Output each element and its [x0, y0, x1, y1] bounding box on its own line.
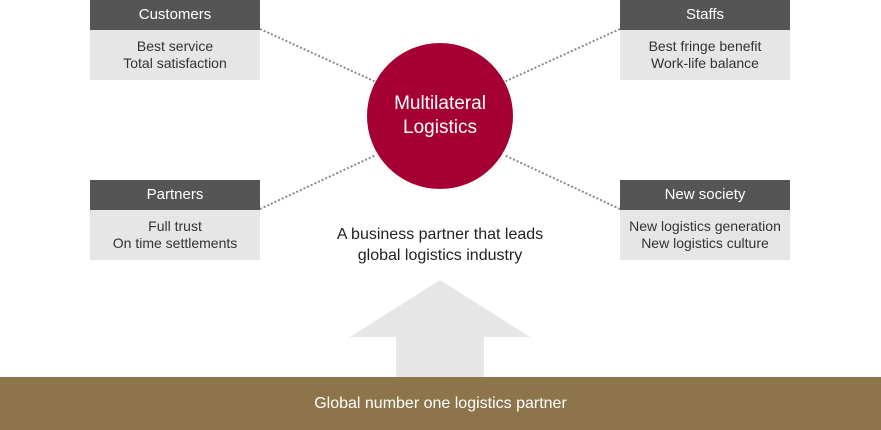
customers-card: Customers Best service Total satisfactio…: [90, 0, 260, 80]
customers-line: Best service: [136, 38, 214, 54]
partners-body: Full trust On time settlements: [90, 210, 260, 260]
tagline-line2: global logistics industry: [357, 247, 523, 264]
connector-new-society: [503, 154, 621, 210]
center-label-line2: Logistics: [403, 117, 477, 138]
staffs-title: Staffs: [620, 0, 790, 30]
new-society-card: New society New logistics generation New…: [620, 180, 790, 260]
customers-title: Customers: [90, 0, 260, 30]
staffs-body: Best fringe benefit Work-life balance: [620, 30, 790, 80]
staffs-card: Staffs Best fringe benefit Work-life bal…: [620, 0, 790, 80]
partners-line: On time settlements: [112, 235, 238, 251]
partners-card: Partners Full trust On time settlements: [90, 180, 260, 260]
staffs-line: Best fringe benefit: [648, 38, 762, 54]
connector-partners: [259, 154, 377, 210]
connector-staffs: [503, 28, 621, 83]
staffs-line: Work-life balance: [651, 55, 759, 71]
center-label-line1: Multilateral: [394, 93, 486, 114]
customers-body: Best service Total satisfaction: [90, 30, 260, 80]
tagline-line1: A business partner that leads: [336, 226, 544, 243]
new-society-line: New logistics generation: [629, 218, 781, 234]
new-society-line: New logistics culture: [641, 235, 769, 251]
new-society-body: New logistics generation New logistics c…: [620, 210, 790, 260]
partners-line: Full trust: [148, 218, 202, 234]
new-society-title: New society: [620, 180, 790, 210]
center-circle: Multilateral Logistics: [367, 43, 513, 189]
customers-line: Total satisfaction: [123, 55, 227, 71]
tagline: A business partner that leads global log…: [290, 224, 590, 266]
up-arrow-icon: [350, 280, 530, 377]
foundation-bar: Global number one logistics partner: [0, 377, 881, 430]
connector-customers: [259, 28, 377, 83]
partners-title: Partners: [90, 180, 260, 210]
